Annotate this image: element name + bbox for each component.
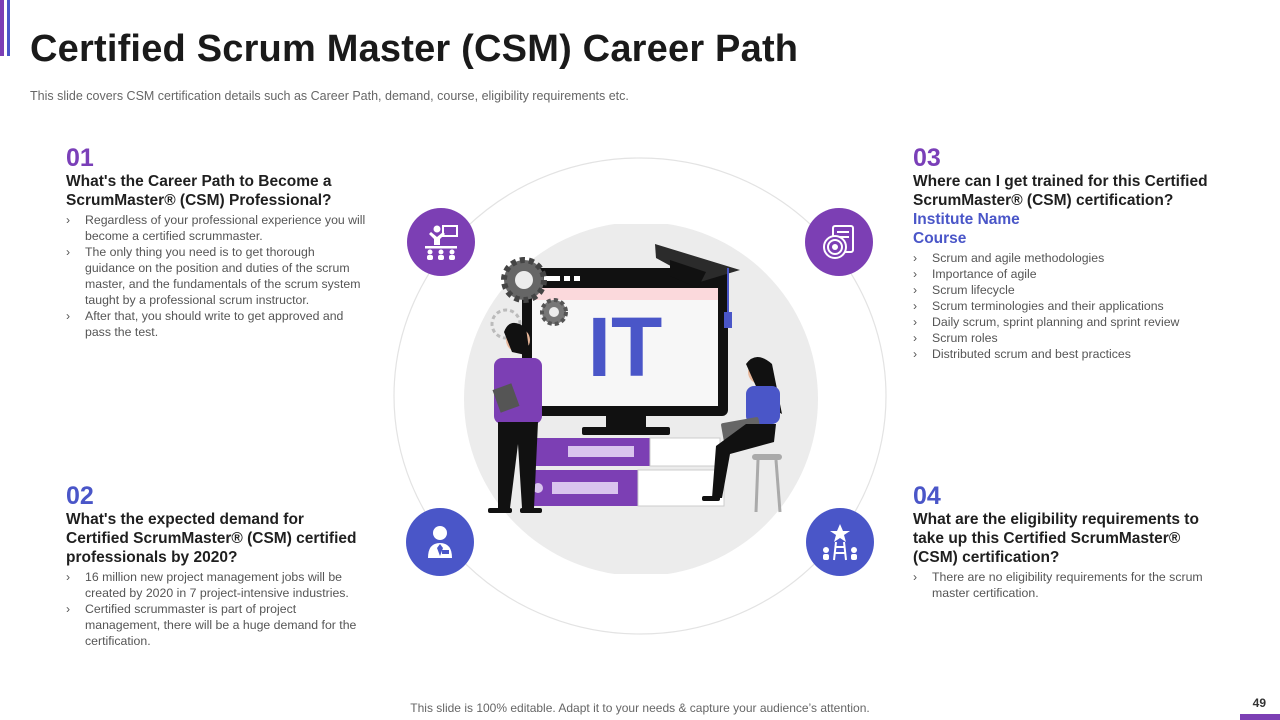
presentation-people-icon (407, 208, 475, 276)
it-illustration: IT (464, 224, 818, 574)
list-item: Distributed scrum and best practices (913, 346, 1243, 362)
section-02: 02 What's the expected demand for Certif… (66, 482, 362, 649)
list-item: After that, you should write to get appr… (66, 308, 366, 340)
list-item: Daily scrum, sprint planning and sprint … (913, 314, 1243, 330)
section-question: What's the expected demand for Certified… (66, 511, 357, 566)
section-number: 01 (66, 144, 94, 172)
page-title: Certified Scrum Master (CSM) Career Path (30, 28, 799, 70)
bullet-list: Regardless of your professional experien… (66, 212, 366, 340)
list-item: Regardless of your professional experien… (66, 212, 366, 244)
list-item: Scrum roles (913, 330, 1243, 346)
page-subtitle: This slide covers CSM certification deta… (30, 89, 629, 103)
page-number: 49 (1252, 696, 1266, 710)
institute-name: Institute Name (913, 211, 1020, 228)
list-item: Importance of agile (913, 266, 1243, 282)
course-label: Course (913, 230, 967, 247)
section-number: 02 (66, 482, 94, 510)
section-question: Where can I get trained for this Certifi… (913, 173, 1208, 209)
section-number: 04 (913, 482, 941, 510)
target-document-icon (805, 208, 873, 276)
list-item: There are no eligibility requirements fo… (913, 569, 1203, 601)
list-item: Scrum and agile methodologies (913, 250, 1243, 266)
section-03: 03 Where can I get trained for this Cert… (913, 144, 1243, 362)
outer-ring (393, 157, 887, 635)
accent-bar (0, 0, 10, 56)
section-question: What are the eligibility requirements to… (913, 511, 1199, 566)
professional-person-icon (406, 508, 474, 576)
list-item: Scrum terminologies and their applicatio… (913, 298, 1243, 314)
footer-note: This slide is 100% editable. Adapt it to… (410, 701, 870, 715)
list-item: Scrum lifecycle (913, 282, 1243, 298)
list-item: 16 million new project management jobs w… (66, 569, 362, 601)
screen-text: IT (588, 300, 663, 394)
bullet-list: Scrum and agile methodologies Importance… (913, 250, 1243, 362)
page-number-bar (1240, 714, 1280, 720)
section-number: 03 (913, 144, 941, 172)
list-item: Certified scrummaster is part of project… (66, 601, 362, 649)
bullet-list: There are no eligibility requirements fo… (913, 569, 1203, 601)
section-01: 01 What's the Career Path to Become a Sc… (66, 144, 366, 340)
list-item: The only thing you need is to get thorou… (66, 244, 366, 308)
section-question: What's the Career Path to Become a Scrum… (66, 173, 332, 209)
section-04: 04 What are the eligibility requirements… (913, 482, 1203, 601)
career-ladder-icon (806, 508, 874, 576)
bullet-list: 16 million new project management jobs w… (66, 569, 362, 649)
